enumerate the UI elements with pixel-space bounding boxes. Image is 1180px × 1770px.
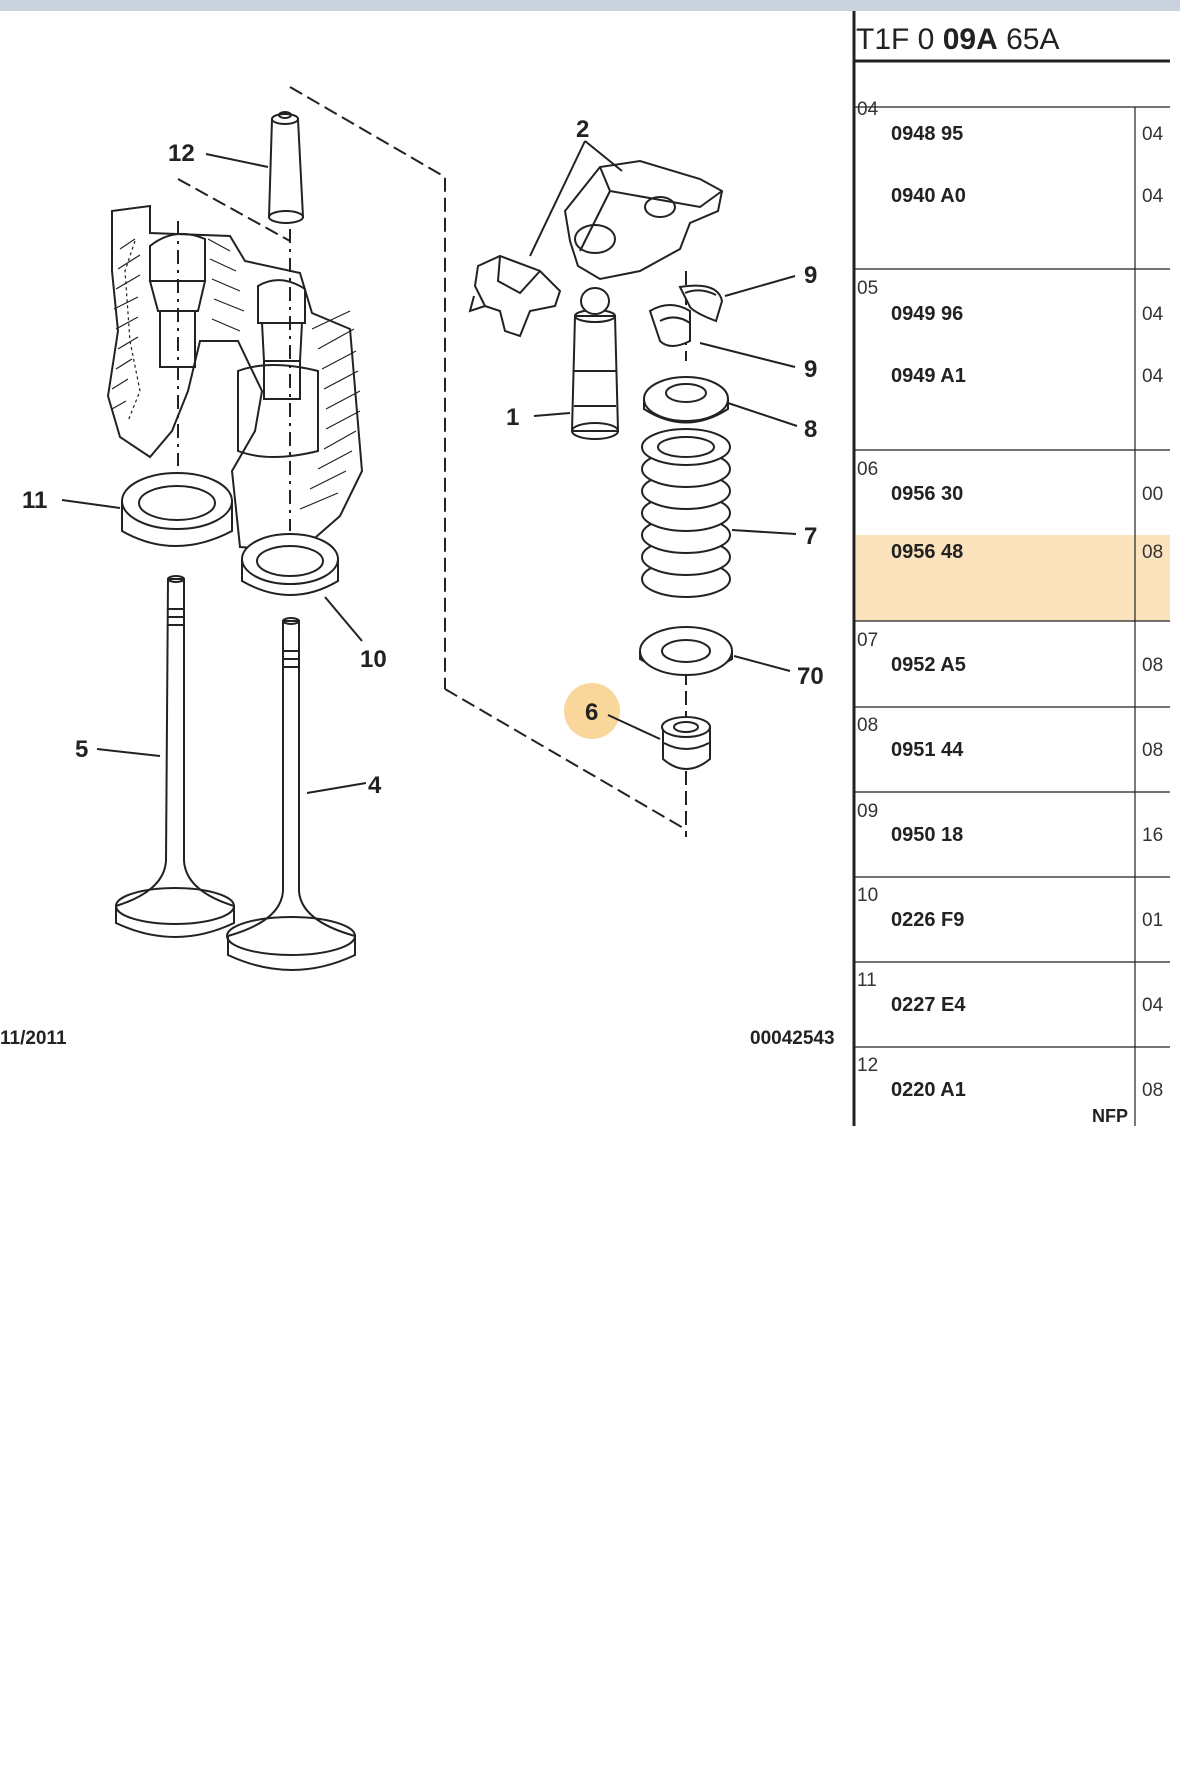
rocker-clip [468,254,562,338]
callout-6: 6 [585,699,598,726]
group-number: 04 [857,99,879,120]
part-number-highlighted[interactable]: 0956 48 [891,541,963,563]
part-number[interactable]: 0940 A0 [891,185,966,207]
valve-spring [641,428,731,598]
group-number: 09 [857,801,878,822]
part-number[interactable]: 0950 18 [891,824,963,846]
window-top-bar [0,0,1180,11]
group-number: 10 [857,885,878,906]
part-number[interactable]: 0226 F9 [891,909,964,931]
callout-6-highlight [564,683,620,739]
group-number: 11 [857,970,877,991]
spring-washer [639,626,733,676]
highlighted-row-bg [856,535,1170,621]
part-quantity: 04 [1142,995,1164,1016]
part-number[interactable]: 0951 44 [891,739,964,761]
table-row[interactable]: 04 0948 95 04 0940 A0 04 [857,99,1164,207]
table-row[interactable]: 12 0220 A1 08 NFP [857,1055,1163,1126]
exploded-valve-diagram: 12 2 9 9 1 8 11 7 10 70 6 5 4 11/2011 00… [0,86,835,1049]
valve-collet-upper [678,284,724,323]
valve-5 [115,575,235,938]
nfp-label: NFP [1092,1106,1128,1126]
diagram-code: 00042543 [750,1028,835,1049]
table-row[interactable]: 09 0950 18 16 [857,801,1163,846]
table-row[interactable]: 08 0951 44 08 [857,715,1163,761]
part-quantity: 01 [1142,910,1163,931]
callout-9-lower: 9 [804,356,817,383]
part-quantity: 08 [1142,542,1163,563]
callout-1: 1 [506,404,519,431]
callout-10: 10 [360,646,387,673]
table-grid [852,11,1170,1126]
part-number[interactable]: 0948 95 [891,123,963,145]
part-quantity: 04 [1142,366,1164,387]
valve-guide [267,111,305,224]
part-quantity: 08 [1142,1080,1163,1101]
part-number[interactable]: 0949 A1 [891,365,966,387]
table-row[interactable]: 05 0949 96 04 0949 A1 04 [857,278,1164,387]
callout-11: 11 [22,487,47,514]
callout-12: 12 [168,140,195,167]
part-number[interactable]: 0227 E4 [891,994,966,1016]
callout-2: 2 [576,116,589,143]
cylinder-head-section [106,171,364,553]
part-quantity: 08 [1142,740,1163,761]
group-number: 08 [857,715,878,736]
valve-4 [226,617,356,971]
parts-catalog-table: T1F 0 09A 65A 04 0948 95 04 0940 A0 04 0… [852,11,1170,1126]
part-number[interactable]: 0952 A5 [891,654,966,676]
group-number: 07 [857,630,878,651]
reference-code: T1F 0 09A 65A [856,23,1059,56]
valve-stem-seal [661,716,711,770]
part-quantity: 08 [1142,655,1163,676]
part-quantity: 04 [1142,304,1164,325]
part-quantity: 04 [1142,124,1164,145]
spring-cup [643,376,729,424]
callout-4: 4 [368,772,382,799]
diagram-date: 11/2011 [0,1028,67,1049]
callout-9-upper: 9 [804,262,817,289]
group-number: 05 [857,278,878,299]
callout-8: 8 [804,416,817,443]
part-number[interactable]: 0220 A1 [891,1079,966,1101]
table-row[interactable]: 10 0226 F9 01 [857,885,1163,931]
table-row[interactable]: 11 0227 E4 04 [857,970,1164,1016]
group-number: 06 [857,459,878,480]
part-quantity: 04 [1142,186,1164,207]
group-number: 12 [857,1055,878,1076]
callout-7: 7 [804,523,817,550]
part-quantity: 00 [1142,484,1163,505]
valve-seat-11 [121,472,233,547]
table-row[interactable]: 06 0956 30 00 0956 48 08 [857,459,1163,563]
callout-5: 5 [75,736,88,763]
valve-collet-lower [648,304,691,347]
leader-lines [61,140,798,794]
table-row[interactable]: 07 0952 A5 08 [857,630,1163,676]
part-quantity: 16 [1142,825,1163,846]
hydraulic-tappet [570,287,620,440]
callout-70: 70 [797,663,824,690]
valve-seat-10 [241,533,339,596]
part-number[interactable]: 0949 96 [891,303,963,325]
rocker-arm [563,159,724,281]
part-number[interactable]: 0956 30 [891,483,963,505]
